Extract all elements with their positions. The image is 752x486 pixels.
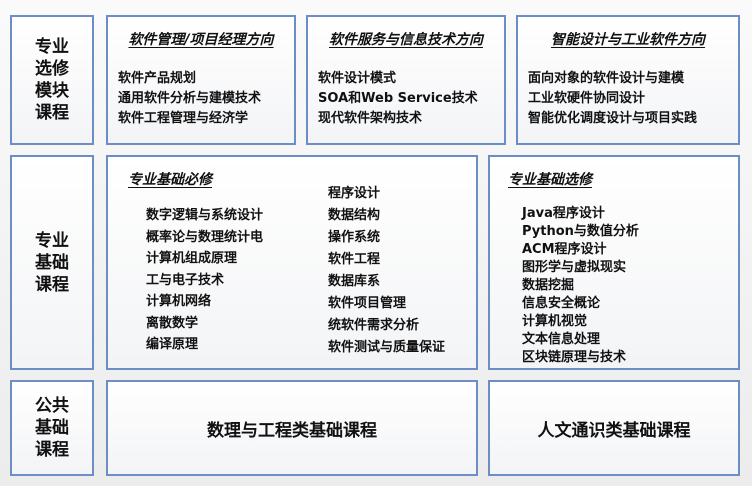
course-item: 面向对象的软件设计与建模 xyxy=(528,71,685,86)
elective-label-line: 专业 xyxy=(35,37,69,57)
course-item: 软件产品规划 xyxy=(118,71,197,86)
public-label-line: 课程 xyxy=(35,440,69,460)
course-item: 现代软件架构技术 xyxy=(318,111,423,126)
course-item: 信息安全概论 xyxy=(522,296,601,311)
elective-label-line: 模块 xyxy=(35,81,69,101)
science-foundation-box: 数理与工程类基础课程 xyxy=(106,380,478,476)
humanities-foundation-box: 人文通识类基础课程 xyxy=(488,380,740,476)
optional-title: 专业基础选修 xyxy=(508,172,592,188)
direction-box-intelligent: 智能设计与工业软件方向 面向对象的软件设计与建模 工业软硬件协同设计 智能优化调… xyxy=(516,15,740,145)
direction-course-list: 软件设计模式 SOA和Web Service技术 现代软件架构技术 xyxy=(318,69,478,129)
elective-row-label: 专业 选修 模块 课程 xyxy=(10,15,94,145)
foundation-row-label: 专业 基础 课程 xyxy=(10,155,94,370)
public-label-line: 基础 xyxy=(35,418,69,438)
required-left-list: 数字逻辑与系统设计 概率论与数理统计电 计算机组成原理 工与电子技术 计算机网络… xyxy=(146,205,263,356)
course-item: 操作系统 xyxy=(328,230,381,245)
direction-title: 软件管理/项目经理方向 xyxy=(128,32,274,48)
course-item: 计算机网络 xyxy=(146,294,212,309)
elective-label-line: 选修 xyxy=(35,59,69,79)
course-item: 智能优化调度设计与项目实践 xyxy=(528,111,698,126)
foundation-label-line: 基础 xyxy=(35,252,69,273)
course-item: 软件项目管理 xyxy=(328,296,407,311)
course-item: ACM程序设计 xyxy=(522,242,607,257)
course-item: Python与数值分析 xyxy=(522,224,639,239)
course-item: 区块链原理与技术 xyxy=(522,350,627,365)
course-item: 软件工程管理与经济学 xyxy=(118,111,249,126)
elective-label-line: 课程 xyxy=(35,103,69,123)
course-item: 数据挖掘 xyxy=(522,278,575,293)
course-item: 计算机视觉 xyxy=(522,314,588,329)
humanities-foundation-label: 人文通识类基础课程 xyxy=(537,420,691,441)
course-item: 数据库系 xyxy=(328,274,381,289)
direction-box-service: 软件服务与信息技术方向 软件设计模式 SOA和Web Service技术 现代软… xyxy=(306,15,506,145)
science-foundation-label: 数理与工程类基础课程 xyxy=(207,420,377,441)
course-item: 程序设计 xyxy=(328,186,381,201)
direction-box-management: 软件管理/项目经理方向 软件产品规划 通用软件分析与建模技术 软件工程管理与经济… xyxy=(106,15,296,145)
course-item: 通用软件分析与建模技术 xyxy=(118,91,262,106)
course-item: SOA和Web Service技术 xyxy=(318,91,478,106)
course-item: 数字逻辑与系统设计 xyxy=(146,208,264,223)
foundation-label-line: 课程 xyxy=(35,274,69,295)
public-row-label: 公共 基础 课程 xyxy=(10,380,94,476)
required-title: 专业基础必修 xyxy=(128,172,212,188)
course-item: 工业软硬件协同设计 xyxy=(528,91,646,106)
course-item: 概率论与数理统计电 xyxy=(146,229,264,245)
direction-course-list: 软件产品规划 通用软件分析与建模技术 软件工程管理与经济学 xyxy=(118,69,261,129)
foundation-label-line: 专业 xyxy=(35,230,69,251)
optional-course-list: Java程序设计 Python与数值分析 ACM程序设计 图形学与虚拟现实 数据… xyxy=(522,205,639,367)
optional-courses-box: 专业基础选修 Java程序设计 Python与数值分析 ACM程序设计 图形学与… xyxy=(488,155,740,370)
course-item: Java程序设计 xyxy=(522,206,605,221)
course-item: 图形学与虚拟现实 xyxy=(522,260,627,275)
course-item: 软件测试与质量保证 xyxy=(328,340,446,355)
direction-title: 软件服务与信息技术方向 xyxy=(329,32,483,48)
course-item: 文本信息处理 xyxy=(522,332,601,347)
course-item: 数据结构 xyxy=(328,208,381,223)
course-item: 离散数学 xyxy=(146,315,199,331)
required-courses-box: 专业基础必修 数字逻辑与系统设计 概率论与数理统计电 计算机组成原理 工与电子技… xyxy=(106,155,478,370)
course-item: 软件工程 xyxy=(328,252,381,267)
course-item: 软件设计模式 xyxy=(318,71,397,86)
course-item: 统软件需求分析 xyxy=(328,318,420,333)
direction-title: 智能设计与工业软件方向 xyxy=(551,32,705,48)
course-item: 工与电子技术 xyxy=(146,272,225,288)
required-right-list: 程序设计 数据结构 操作系统 软件工程 数据库系 软件项目管理 统软件需求分析 … xyxy=(328,183,445,359)
public-label-line: 公共 xyxy=(35,396,69,416)
course-item: 编译原理 xyxy=(146,337,199,352)
direction-course-list: 面向对象的软件设计与建模 工业软硬件协同设计 智能优化调度设计与项目实践 xyxy=(528,69,697,129)
course-item: 计算机组成原理 xyxy=(146,251,238,266)
